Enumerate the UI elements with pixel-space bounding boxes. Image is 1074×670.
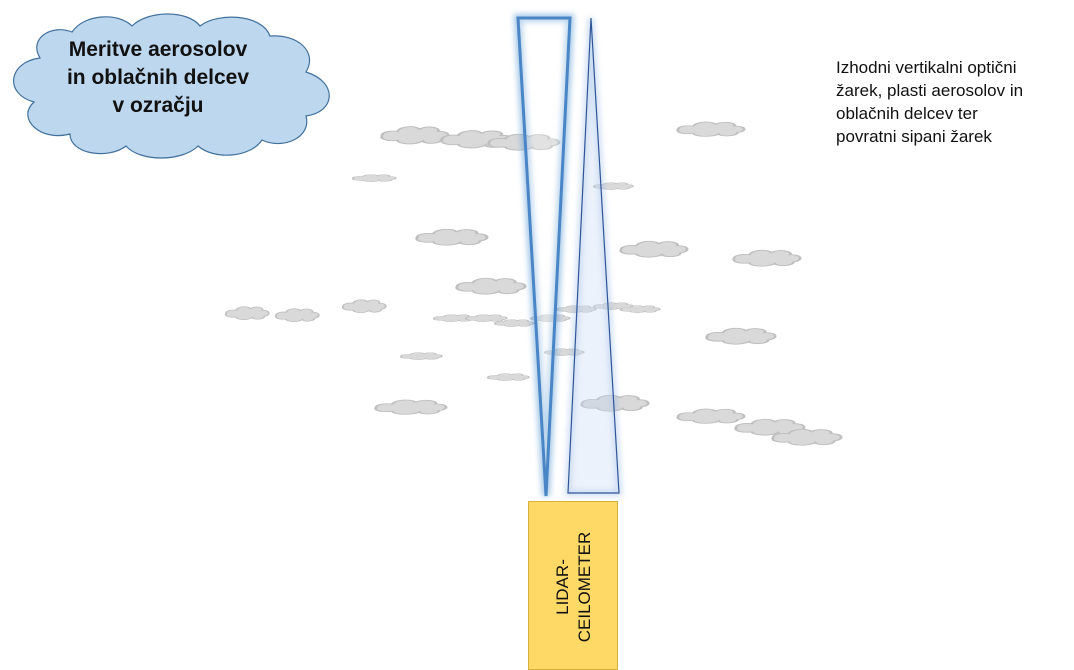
particle-cloud: [343, 300, 386, 313]
device-label-line: CEILOMETER: [574, 532, 596, 643]
particle-cloud: [353, 175, 396, 182]
particle-cloud: [376, 400, 446, 414]
description-line: oblačnih delcev ter: [836, 102, 1074, 125]
device-label: LIDAR- CEILOMETER: [552, 532, 596, 643]
description-line: povratni sipani žarek: [836, 125, 1074, 148]
particle-cloud: [276, 309, 319, 322]
particle-cloud: [678, 122, 745, 136]
beam-description: Izhodni vertikalni optični žarek, plasti…: [836, 56, 1074, 148]
particle-cloud: [382, 127, 449, 144]
particle-cloud: [678, 409, 745, 423]
title-line: in oblačnih delcev: [28, 64, 288, 92]
description-line: Izhodni vertikalni optični: [836, 56, 1074, 79]
description-line: žarek, plasti aerosolov in: [836, 79, 1074, 102]
lidar-ceilometer-device: LIDAR- CEILOMETER: [528, 501, 618, 670]
title-line: v ozračju: [28, 92, 288, 120]
particle-cloud: [226, 307, 269, 320]
particle-cloud: [707, 328, 775, 344]
backscatter-beam: [568, 18, 619, 493]
particle-cloud: [621, 241, 688, 257]
device-label-line: LIDAR-: [552, 532, 574, 643]
title-cloud-text: Meritve aerosolov in oblačnih delcev v o…: [28, 36, 288, 120]
particle-cloud: [466, 315, 507, 322]
particle-cloud: [417, 229, 487, 245]
outgoing-beam: [518, 18, 570, 496]
particle-cloud: [457, 278, 525, 294]
particle-cloud: [488, 374, 529, 381]
particle-cloud: [734, 250, 801, 266]
particle-cloud: [401, 353, 442, 360]
title-line: Meritve aerosolov: [28, 36, 288, 64]
